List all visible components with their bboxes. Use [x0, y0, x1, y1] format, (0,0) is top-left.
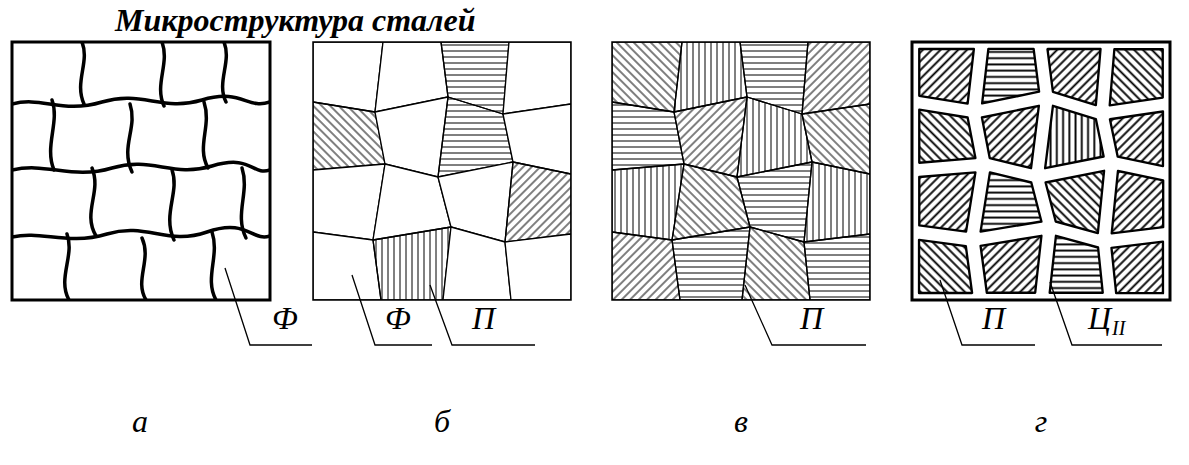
leader-lines: [225, 268, 1162, 345]
panel-letter: а: [132, 405, 148, 437]
pearlite-panel: [612, 42, 870, 300]
pearlite-cementite-panel: [912, 42, 1170, 300]
leader-line: [430, 285, 535, 345]
leader-line: [352, 275, 432, 345]
phase-label: П: [472, 302, 495, 334]
panel-letter: в: [734, 405, 748, 437]
phase-label: П: [800, 302, 823, 334]
phase-label: Ф: [272, 302, 298, 334]
phase-label: П: [982, 302, 1005, 334]
ferrite-pearlite-panel: [313, 42, 571, 300]
subscript-index: II: [1112, 318, 1125, 338]
leader-line: [745, 285, 866, 345]
panel-letter: г: [1035, 405, 1047, 437]
leader-line: [1050, 282, 1162, 345]
ferrite-panel: [12, 42, 270, 300]
panel-letter: б: [434, 405, 450, 437]
phase-label: Ц: [1088, 302, 1111, 334]
phase-label: Ф: [385, 302, 411, 334]
diagram-title: Микроструктура сталей: [115, 4, 476, 36]
leader-line: [225, 268, 312, 345]
leader-line: [940, 280, 1035, 345]
